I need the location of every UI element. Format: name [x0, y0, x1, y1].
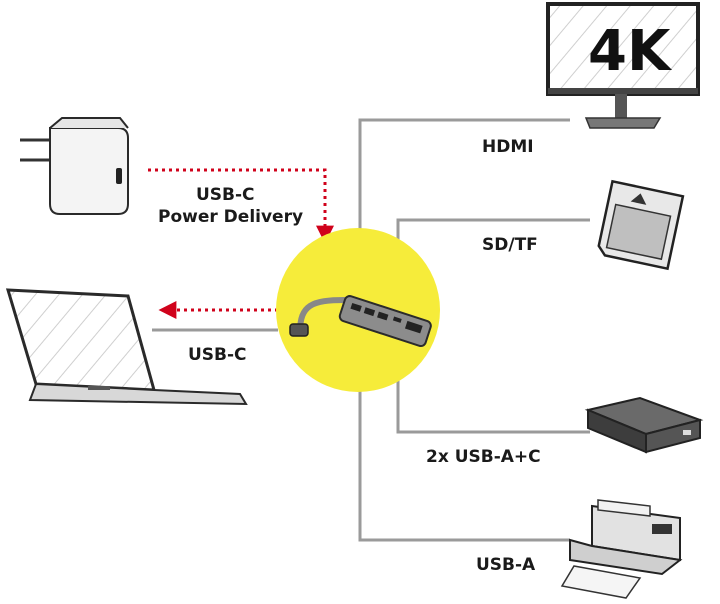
usbc-port — [116, 168, 122, 184]
plug-pins — [20, 138, 52, 162]
line-usbac — [396, 365, 590, 434]
label-sd-tf: SD/TF — [482, 235, 538, 255]
printer — [560, 499, 683, 599]
line-hdmi — [358, 118, 570, 262]
hub-body — [338, 295, 432, 348]
label-usb-a: USB-A — [476, 555, 536, 575]
power-delivery-arrow — [148, 168, 334, 244]
laptop — [5, 288, 248, 406]
sd-card — [597, 179, 685, 271]
external-drive — [584, 396, 704, 454]
label-pd-line2: Power Delivery — [158, 207, 303, 227]
usb-hub — [276, 228, 440, 392]
power-adapter — [20, 117, 129, 215]
label-usb-ac: 2x USB-A+C — [426, 447, 541, 467]
monitor-4k-text: 4K — [588, 19, 673, 84]
hub-plug — [289, 323, 309, 337]
label-usb-c: USB-C — [188, 345, 247, 365]
monitor-4k: 4K — [546, 2, 700, 129]
line-usba — [358, 370, 570, 542]
label-hdmi: HDMI — [482, 137, 534, 157]
label-pd-line1: USB-C — [196, 185, 255, 205]
